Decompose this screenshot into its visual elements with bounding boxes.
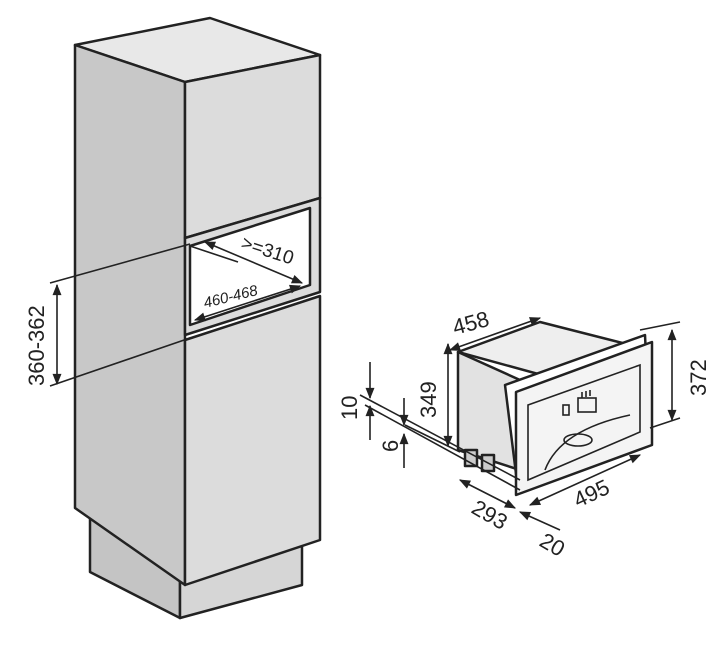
tall-cabinet xyxy=(73,16,322,620)
front-height-label: 372 xyxy=(686,359,711,396)
niche-height-label: 360-362 xyxy=(24,305,49,386)
spout-icon xyxy=(577,397,597,413)
gap-top-label: 10 xyxy=(337,396,362,420)
body-width-label: 458 xyxy=(450,306,492,340)
body-depth-label: 293 xyxy=(468,495,512,535)
cabinet-side xyxy=(73,43,187,587)
gap-bottom-label: 6 xyxy=(378,440,403,452)
front-width-label: 495 xyxy=(570,474,614,512)
dispenser-recess xyxy=(527,363,641,482)
front-depth-label: 20 xyxy=(536,528,570,562)
coffee-machine xyxy=(456,320,654,497)
body-height-label: 349 xyxy=(416,381,441,418)
cabinet-lower-door xyxy=(183,294,322,587)
